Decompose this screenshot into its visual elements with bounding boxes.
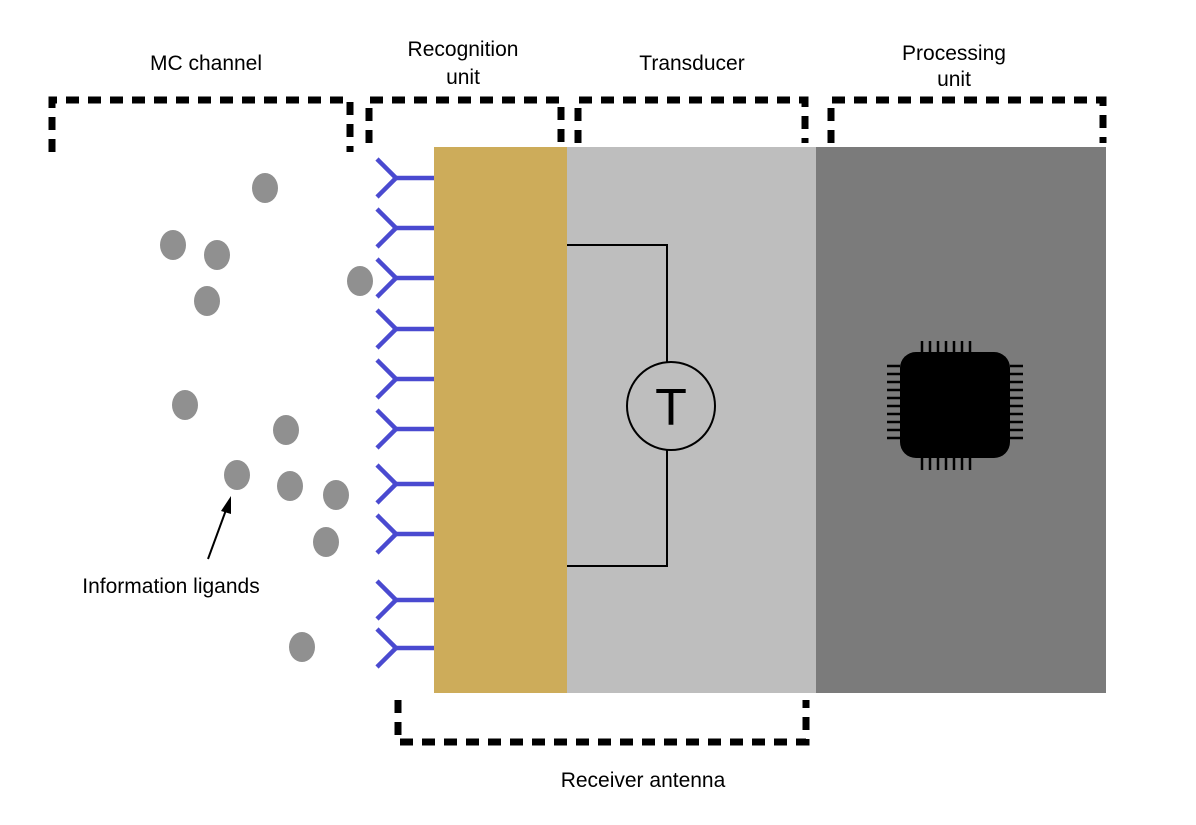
ligand-pointer-arrowhead: [221, 496, 231, 514]
receiver-antenna-label: Receiver antenna: [561, 769, 726, 792]
microchip-icon: [887, 341, 1023, 470]
y-shaped-antibody-icon: [375, 207, 434, 249]
transducer-label: Transducer: [639, 52, 744, 75]
ligand-group: [160, 173, 373, 662]
processing-unit-label-line1: Processing: [902, 42, 1006, 65]
processing-unit-label-line2: unit: [937, 68, 971, 91]
y-shaped-antibody-icon: [375, 513, 434, 555]
ligand-molecule: [252, 173, 278, 203]
ligand-molecule: [224, 460, 250, 490]
mc-channel-bracket: [48, 96, 354, 152]
recognition-layer: [434, 147, 567, 693]
recognition-unit-label-line2: unit: [446, 66, 480, 89]
ligand-molecule: [347, 266, 373, 296]
y-shaped-antibody-icon: [375, 627, 434, 669]
y-shaped-antibody-icon: [375, 358, 434, 400]
mc-channel-label: MC channel: [150, 52, 262, 75]
recognition-unit-label-line1: Recognition: [408, 38, 519, 61]
recognition-unit-bracket: [365, 96, 565, 143]
ligand-molecule: [273, 415, 299, 445]
ligand-molecule: [194, 286, 220, 316]
ligand-molecule: [313, 527, 339, 557]
ligand-molecule: [289, 632, 315, 662]
information-ligands-label: Information ligands: [82, 575, 259, 598]
transducer-bracket: [574, 96, 809, 143]
receiver-antenna-bracket: [394, 700, 810, 746]
ligand-molecule: [172, 390, 198, 420]
y-shaped-antibody-icon: [375, 157, 434, 199]
receptor-array: [375, 157, 434, 669]
transducer-circuit: T: [567, 244, 716, 567]
ligand-molecule: [277, 471, 303, 501]
ligand-molecule: [160, 230, 186, 260]
y-shaped-antibody-icon: [375, 463, 434, 505]
ligand-molecule: [323, 480, 349, 510]
y-shaped-antibody-icon: [375, 408, 434, 450]
ligand-molecule: [204, 240, 230, 270]
y-shaped-antibody-icon: [375, 579, 434, 621]
y-shaped-antibody-icon: [375, 257, 434, 299]
transducer-circle-icon: [626, 361, 716, 451]
y-shaped-antibody-icon: [375, 308, 434, 350]
transducer-layer: [567, 147, 816, 693]
processing-unit-bracket: [827, 96, 1107, 143]
ligand-pointer-line: [207, 509, 227, 560]
transducer-symbol: T: [655, 379, 687, 437]
